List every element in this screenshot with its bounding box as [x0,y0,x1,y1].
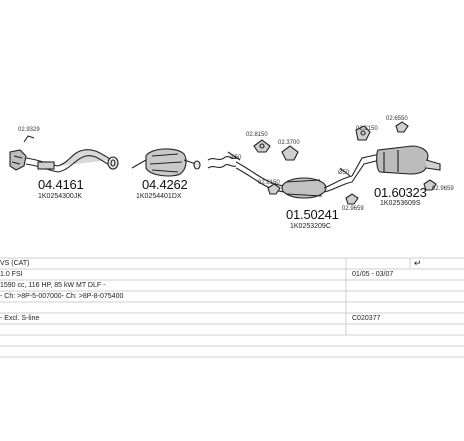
ref-label-clamp-1: 02.6150 [258,180,280,186]
ref-label-hanger-1: 02.8150 [246,132,268,138]
part-code-2: 04.4262 [142,177,188,192]
part-code-4: 01.60323 [374,185,427,200]
part-oe-3: 1K0253209C [290,223,331,230]
middle-silencer-part [235,161,353,199]
info-model: VS (CAT) [0,260,30,267]
gasket-ring [107,156,119,170]
diameter-label-1: Ø50 [230,155,242,161]
info-variant: - Excl. S-line [0,315,40,322]
part-oe-1: 1K0254300JK [38,193,82,200]
diameter-label-2: Ø50 [338,170,350,176]
ref-label-hanger-2: 02.3700 [278,140,300,146]
ref-label-part-1: 02.9329 [18,127,40,133]
info-arrow-icon: ↵ [414,258,422,268]
hanger-4 [395,121,409,133]
clamp-3 [423,179,437,191]
info-engine: 1.0 FSI [0,271,23,278]
clamp-1 [267,183,281,195]
part-code-3: 01.50241 [286,207,339,222]
part-code-1: 04.4161 [38,177,84,192]
info-dates: 01/05 - 03/07 [352,271,394,278]
catalyst-part [131,148,201,177]
info-chassis: - Ch: >8P-5-007000- Ch: >8P-8-075400 [0,293,124,300]
ref-label-clamp-3: 02.9659 [432,186,454,192]
part-oe-4: 1K0253609S [380,200,421,207]
part-oe-2: 1K0254401DX [136,193,182,200]
hanger-2 [281,145,299,161]
ref-label-hanger-3: 02.8150 [356,126,378,132]
info-spec: 1590 cc, 116 HP, 85 kW MT DLF - [0,282,106,289]
front-pipe-part [9,149,113,173]
rear-silencer-part [351,145,441,183]
info-code: C020377 [352,315,381,322]
ref-label-hanger-4: 02.6550 [386,116,408,122]
hanger-3 [355,125,371,141]
hanger-1 [253,139,271,153]
clamp-2 [345,193,359,205]
ref-label-clamp-2: 02.9659 [342,206,364,212]
